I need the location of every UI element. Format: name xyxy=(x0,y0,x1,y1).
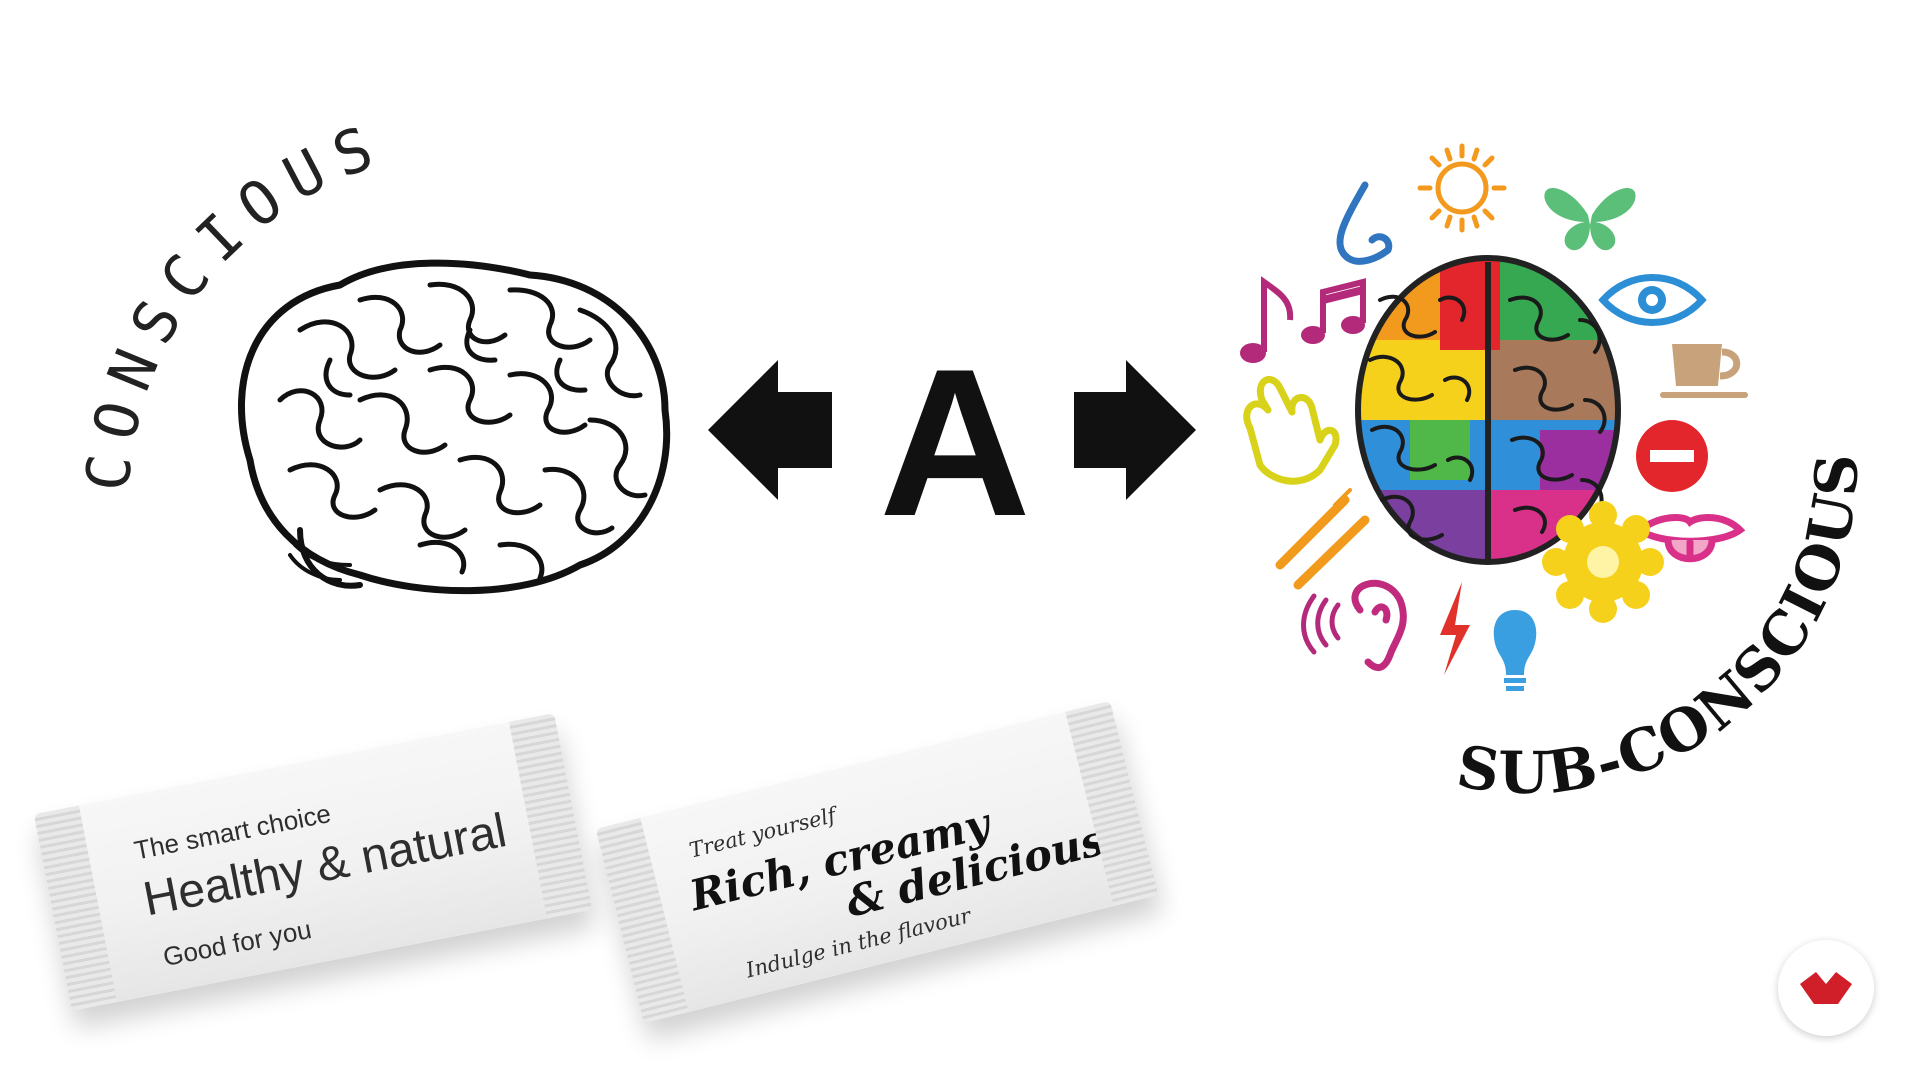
brand-logo xyxy=(1800,972,1852,1004)
butterfly-icon xyxy=(1544,188,1636,251)
center-letter: A xyxy=(879,325,1031,560)
music-notes-icon xyxy=(1240,276,1366,363)
lightbulb-icon xyxy=(1493,610,1537,691)
coffee-cup-icon xyxy=(1660,344,1748,398)
nose-icon xyxy=(1336,181,1393,265)
flower-icon xyxy=(1542,501,1664,623)
sun-icon xyxy=(1417,143,1507,233)
bar1-bottom-line: Good for you xyxy=(160,913,314,973)
tongue-icon xyxy=(1634,514,1746,563)
brain-lineart-icon xyxy=(238,259,671,595)
lightning-icon xyxy=(1440,582,1470,675)
brain-colorful-icon xyxy=(1355,255,1621,565)
arrow-left-icon xyxy=(708,360,832,500)
no-entry-icon xyxy=(1636,420,1708,492)
ear-icon xyxy=(1301,579,1407,672)
fork-knife-icon xyxy=(1275,488,1370,590)
brand-logo-mark-icon xyxy=(1800,972,1852,1004)
conscious-label: CONSCIOUS xyxy=(73,109,395,495)
hand-icon xyxy=(1243,376,1340,485)
eye-icon xyxy=(1598,274,1707,326)
arrow-right-icon xyxy=(1074,360,1196,500)
